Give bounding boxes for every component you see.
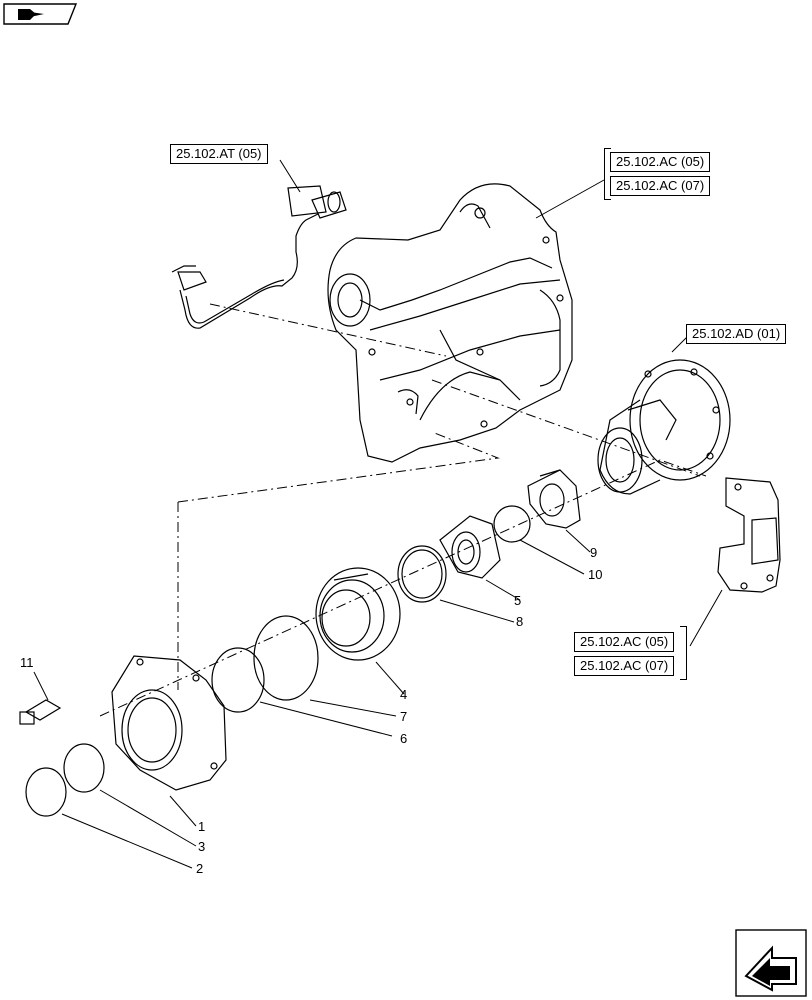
callout-10: 10 (588, 567, 603, 582)
callout-1: 1 (198, 819, 206, 834)
bearing-part-4 (315, 567, 401, 661)
callout-4: 4 (400, 687, 408, 702)
next-page-arrow-icon[interactable] (735, 929, 807, 997)
reference-bracket-a[interactable]: 25.102.AC (05) (574, 632, 675, 652)
support-bracket-part (717, 477, 781, 593)
reference-group-bracket-bottom (680, 626, 687, 680)
nav-book-icon[interactable] (3, 3, 78, 25)
ring-part-8 (397, 545, 447, 603)
differential-assembly-part (597, 359, 731, 495)
reference-sensor-harness[interactable]: 25.102.AT (05) (170, 144, 268, 164)
leader-lines (33, 159, 723, 869)
reference-bracket-b[interactable]: 25.102.AC (07) (574, 656, 675, 676)
callout-3: 3 (198, 839, 206, 854)
ring-part-10 (493, 505, 531, 543)
reference-housing-a[interactable]: 25.102.AC (05) (610, 152, 711, 172)
seal-ring-part-6 (211, 647, 265, 713)
reference-differential[interactable]: 25.102.AD (01) (686, 324, 787, 344)
callout-7: 7 (400, 709, 408, 724)
hub-part-5 (439, 515, 501, 579)
callout-11: 11 (20, 655, 34, 670)
callout-2: 2 (196, 861, 204, 876)
snap-ring-part-2 (25, 767, 67, 817)
reference-group-bracket-top (604, 148, 611, 200)
callout-6: 6 (400, 731, 408, 746)
callout-8: 8 (516, 614, 524, 629)
alignment-lines (99, 303, 707, 717)
bolt-part-11 (19, 699, 62, 725)
transmission-housing-part (327, 183, 573, 463)
retaining-ring-part-3 (63, 743, 105, 793)
seal-ring-part-7 (253, 615, 319, 701)
callout-9: 9 (590, 545, 598, 560)
sensor-harness-part (171, 185, 347, 329)
cover-housing-part-1 (111, 655, 227, 791)
coupling-part-9 (527, 469, 581, 529)
callout-5: 5 (514, 593, 522, 608)
reference-housing-b[interactable]: 25.102.AC (07) (610, 176, 711, 196)
